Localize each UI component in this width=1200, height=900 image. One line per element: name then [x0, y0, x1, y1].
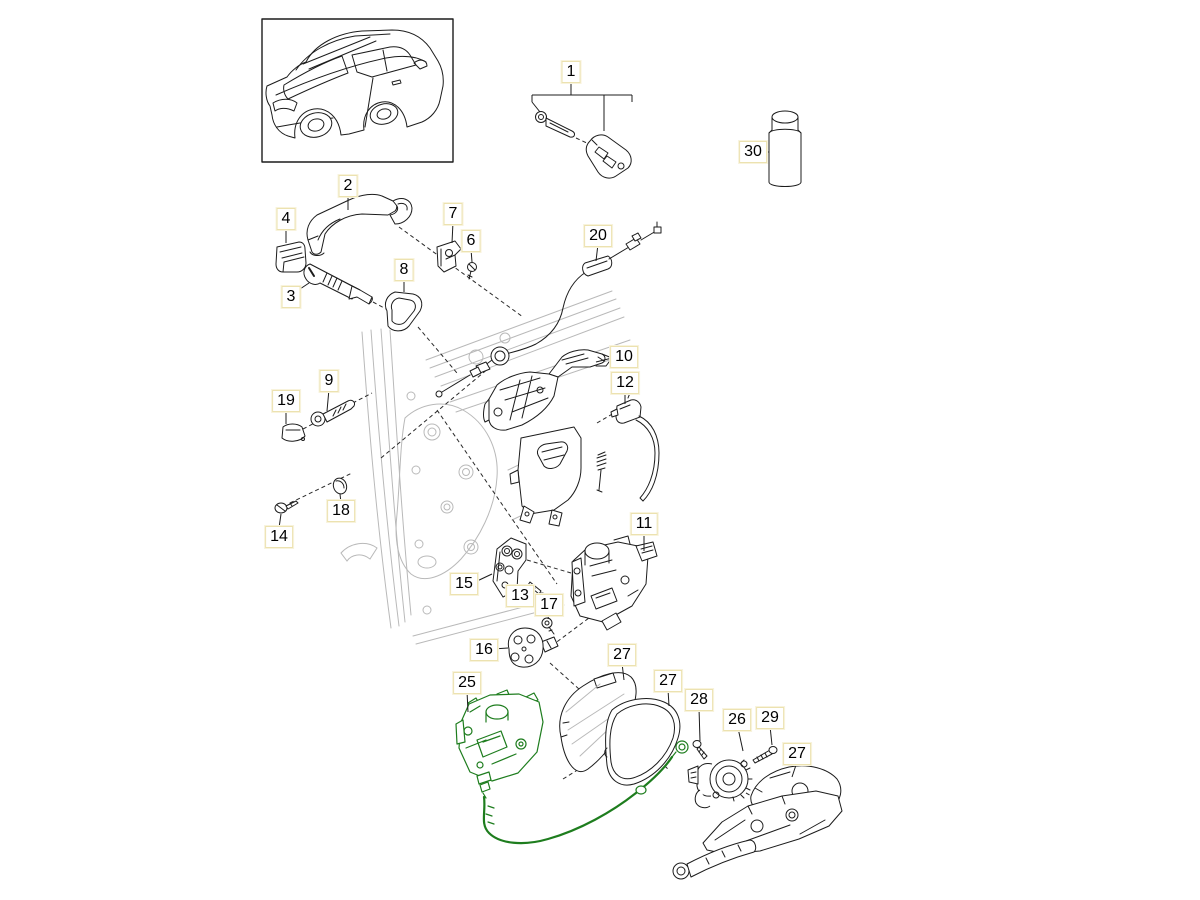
vehicle-thumbnail: [261, 18, 454, 163]
part-8-gasket: [384, 291, 423, 332]
part-19-cap: [281, 423, 306, 442]
part-6-screw: [467, 262, 477, 280]
part-11-door-lock: [570, 535, 658, 631]
callout-part-17[interactable]: 17: [535, 594, 563, 616]
part-26-actuator-motor: [687, 759, 753, 809]
part-30-lubricant-tube: [763, 110, 802, 187]
callout-part-10[interactable]: 10: [610, 346, 638, 368]
callout-part-26[interactable]: 26: [723, 709, 751, 731]
callout-part-9[interactable]: 9: [319, 370, 339, 392]
callout-part-4[interactable]: 4: [276, 208, 296, 230]
callout-part-6[interactable]: 6: [461, 230, 481, 252]
part-27-gasket: [604, 698, 681, 786]
part-12-release-cable: [610, 392, 660, 502]
part-14-screw: [274, 500, 299, 514]
part-3-lock-cylinder: [303, 263, 373, 305]
callout-part-18[interactable]: 18: [327, 500, 355, 522]
part-27-cover-upper: [559, 672, 637, 772]
door-panel-background: [340, 290, 634, 645]
callout-part-1[interactable]: 1: [561, 61, 581, 83]
callout-part-19[interactable]: 19: [272, 390, 300, 412]
part-29-screw: [752, 746, 778, 764]
callout-part-3[interactable]: 3: [281, 286, 301, 308]
callout-part-11[interactable]: 11: [630, 513, 658, 535]
callout-part-15[interactable]: 15: [450, 573, 478, 595]
callout-part-16[interactable]: 16: [470, 639, 498, 661]
inner-carrier-bracket: [509, 426, 582, 527]
part-9-screw: [310, 399, 355, 427]
part-10-handle-carrier: [483, 349, 613, 431]
part-7-bracket: [436, 240, 462, 273]
lock-housing-assembly: [672, 790, 843, 880]
part-1-key-and-remote: [531, 84, 633, 179]
callout-part-25[interactable]: 25: [453, 672, 481, 694]
part-18-grommet: [332, 477, 348, 495]
callout-part-27[interactable]: 27: [783, 743, 811, 765]
part-4-handle-cap: [275, 241, 307, 273]
part-20-cable: [435, 221, 662, 398]
part-17-bolt: [541, 617, 555, 635]
part-16-striker-plate: [507, 627, 559, 668]
callout-part-30[interactable]: 30: [739, 141, 767, 163]
callout-part-12[interactable]: 12: [611, 372, 639, 394]
callout-part-27[interactable]: 27: [608, 644, 636, 666]
part-2-door-handle: [306, 193, 413, 256]
spring-linkage: [596, 451, 607, 493]
callout-part-28[interactable]: 28: [685, 689, 713, 711]
callout-part-20[interactable]: 20: [584, 225, 612, 247]
callout-part-7[interactable]: 7: [443, 203, 463, 225]
callout-part-27[interactable]: 27: [654, 670, 682, 692]
part-28-screw: [692, 740, 708, 760]
callout-part-2[interactable]: 2: [338, 175, 358, 197]
part-25-door-lock-highlighted[interactable]: [455, 689, 689, 845]
callout-part-29[interactable]: 29: [756, 707, 784, 729]
part-15-mounting-plate: [492, 537, 527, 598]
callout-part-13[interactable]: 13: [506, 585, 534, 607]
callout-part-8[interactable]: 8: [394, 259, 414, 281]
callout-part-14[interactable]: 14: [265, 526, 293, 548]
